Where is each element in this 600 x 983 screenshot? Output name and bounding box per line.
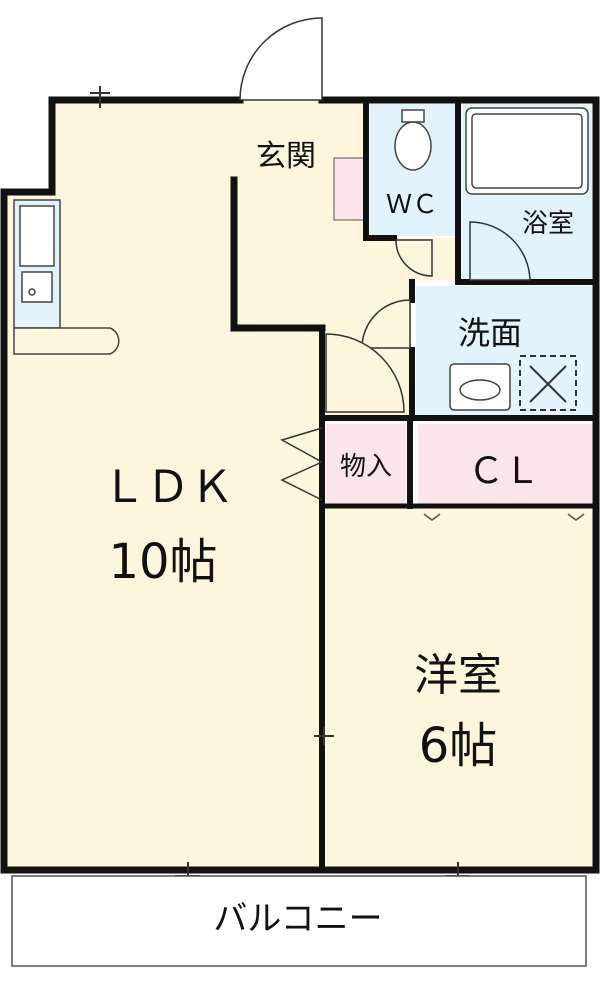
storage-floor <box>326 424 406 504</box>
kitchen-stove <box>19 205 55 267</box>
walls <box>0 96 600 874</box>
labels: ＬＤＫ 10帖 洋室 6帖 玄関 ＷＣ 浴室 洗面 物入 ＣＬ バルコニー <box>102 139 574 939</box>
entrance-door <box>239 17 323 101</box>
toilet-tank <box>401 109 425 123</box>
shoe-cabinet <box>333 157 365 221</box>
room-name-balcony: バルコニー <box>213 899 382 939</box>
kitchen-sink <box>21 271 53 303</box>
balcony-area <box>11 875 587 967</box>
room-name-ldk: ＬＤＫ <box>102 462 234 513</box>
room-size-western: 6帖 <box>419 718 498 774</box>
room-size-ldk: 10帖 <box>108 534 217 590</box>
room-name-western: 洋室 <box>414 650 502 701</box>
room-name-closet: ＣＬ <box>468 451 540 492</box>
room-name-bath: 浴室 <box>522 209 574 239</box>
bath-door <box>469 221 531 281</box>
room-name-washroom: 洗面 <box>458 314 522 352</box>
floor-areas <box>8 101 592 868</box>
room-name-storage: 物入 <box>340 452 392 482</box>
room-name-wc: ＷＣ <box>386 190 438 220</box>
room-name-entrance: 玄関 <box>256 139 316 174</box>
washing-machine-space <box>519 355 577 411</box>
ldk-floor <box>8 101 322 868</box>
fixtures <box>13 107 589 521</box>
storage-door <box>280 427 323 501</box>
western-door <box>325 333 405 413</box>
wash-basin <box>449 363 511 411</box>
wc-door <box>395 239 433 277</box>
kitchen-peninsula <box>13 327 120 355</box>
closet-floor <box>418 424 592 504</box>
western-floor <box>322 508 592 868</box>
bathtub <box>465 107 589 195</box>
doors <box>239 17 531 501</box>
toilet-bowl <box>394 121 432 171</box>
